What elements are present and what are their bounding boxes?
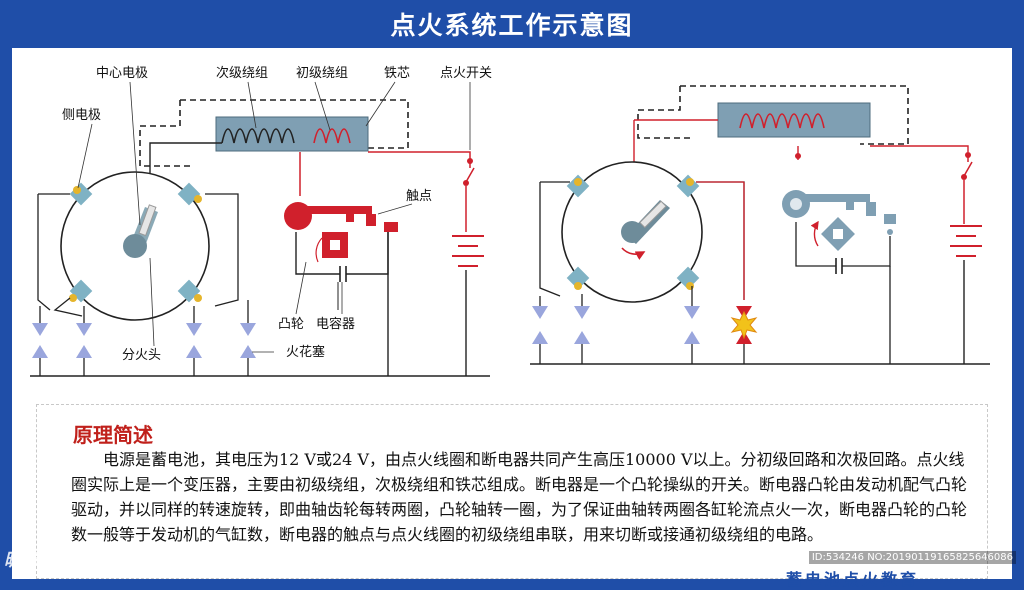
label-ignition-switch: 点火开关 — [440, 66, 492, 81]
section-body: 电源是蓄电池，其电压为12 V或24 V，由点火线圈和断电器共同产生高压1000… — [71, 450, 968, 544]
spark-plugs-left — [32, 300, 256, 376]
primary-coil-left — [313, 128, 351, 144]
spark-plugs-right — [532, 286, 758, 364]
label-rotor: 分火头 — [122, 348, 161, 363]
principle-section: 原理简述 电源是蓄电池，其电压为12 V或24 V，由点火线圈和断电器共同产生高… — [36, 404, 988, 579]
left-diagram — [30, 81, 490, 377]
section-title: 原理简述 — [73, 423, 153, 447]
label-iron-core: 铁芯 — [384, 66, 410, 81]
label-secondary-winding: 次级绕组 — [216, 65, 268, 81]
watermark-id: ID:534246 NO:20190119165825646086 — [808, 551, 1016, 564]
rotor-left — [123, 204, 158, 258]
primary-circuit-left — [299, 151, 471, 196]
title-bar: 点火系统工作示意图 — [0, 0, 1024, 48]
page-title: 点火系统工作示意图 — [390, 11, 634, 40]
label-contact: 触点 — [406, 189, 432, 204]
watermark-site: 昵享网 — [4, 550, 58, 571]
label-center-electrode: 中心电极 — [96, 66, 148, 81]
iron-core-right — [717, 102, 871, 138]
battery-right — [950, 225, 982, 257]
secondary-coil-left — [221, 128, 295, 144]
right-diagram — [530, 85, 990, 365]
primary-coil-right — [739, 113, 825, 129]
coil-housing-left — [139, 99, 409, 167]
spark-burst-icon — [730, 310, 758, 340]
rotor-right — [621, 200, 670, 260]
label-side-electrode: 侧电极 — [62, 108, 101, 123]
footer-brand: 蓄电池点火教育 — [786, 570, 920, 589]
label-primary-winding: 初级绕组 — [296, 66, 348, 81]
breaker-right — [782, 190, 896, 251]
breaker-left — [284, 202, 398, 263]
label-cam: 凸轮 — [278, 317, 304, 332]
label-capacitor: 电容器 — [316, 316, 355, 332]
label-spark-plug: 火花塞 — [286, 344, 325, 360]
battery-left — [452, 235, 484, 267]
coil-housing-right — [637, 85, 909, 145]
